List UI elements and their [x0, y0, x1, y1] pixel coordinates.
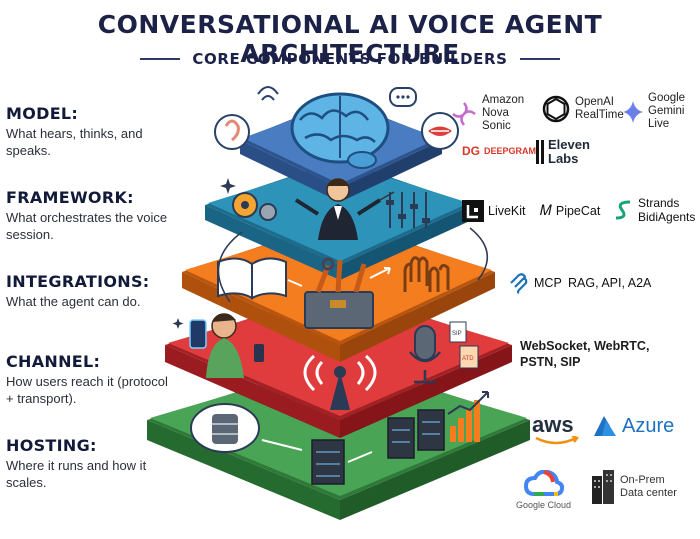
livekit-logo-icon [462, 200, 484, 222]
server-cluster-icon [387, 409, 445, 459]
amazon-nova-icon [452, 101, 476, 126]
vendor-elevenlabs: Eleven Labs [536, 138, 596, 166]
antenna-broadcast-icon [303, 354, 377, 410]
integrations-heading: INTEGRATIONS: [6, 272, 150, 291]
person-with-phone-icon [206, 313, 264, 378]
subtitle-row: CORE COMPONENTS FOR BUILDERS [0, 47, 700, 71]
server-rack-icon [311, 439, 345, 485]
connector-curve-icon [217, 227, 489, 303]
on-prem-label: On-Prem Data center [620, 474, 677, 499]
openai-realtime-label: OpenAI RealTime [575, 96, 624, 121]
elevenlabs-label: Eleven Labs [548, 137, 590, 166]
svg-text:ATD: ATD [462, 356, 474, 362]
sip-document-icon: SIP [449, 321, 467, 343]
hosting-description: Where it runs and how it scales. [6, 458, 147, 490]
google-cloud-logo-icon [523, 470, 564, 496]
brain-icon [290, 92, 390, 169]
vendor-rag-api-a2a: RAG, API, A2A [568, 276, 651, 290]
hosting-label-block: HOSTING: Where it runs and how it scales… [6, 436, 171, 491]
vendor-aws: aws [532, 412, 586, 446]
conductor-icon [294, 178, 395, 240]
book-icon [217, 257, 287, 300]
cloud-database-icon [190, 403, 260, 453]
model-description: What hears, thinks, and speaks. [6, 126, 143, 158]
mcp-logo-icon [510, 273, 528, 294]
microphone-icon [409, 325, 441, 384]
hosting-flow-arrows-icon [261, 439, 373, 463]
elevenlabs-logo-icon [536, 140, 544, 164]
vendor-livekit: LiveKit [462, 200, 526, 222]
vendor-strands: Strands BidiAgents [614, 196, 700, 224]
page-subtitle: CORE COMPONENTS FOR BUILDERS [192, 50, 508, 68]
deepgram-label: DEEPGRAM [484, 146, 537, 156]
aws-label: aws [532, 412, 574, 437]
google-cloud-label: Google Cloud [516, 500, 572, 510]
sound-wave-icon [257, 86, 279, 101]
amazon-nova-sonic-label: Amazon Nova Sonic [482, 94, 525, 132]
integrations-label-block: INTEGRATIONS: What the agent can do. [6, 272, 171, 310]
livekit-label: LiveKit [488, 204, 526, 218]
strands-logo-icon [615, 200, 631, 220]
gears-icon [232, 192, 277, 221]
datacenter-building-icon [592, 470, 614, 504]
vendor-openai-realtime: OpenAI RealTime [541, 94, 625, 124]
mouth-icon [421, 112, 459, 150]
vendor-pipecat: 𝛭 PipeCat [540, 202, 600, 219]
pipecat-label: PipeCat [555, 203, 601, 218]
framework-description: What orchestrates the voice session. [6, 210, 168, 242]
openai-logo-icon [542, 95, 570, 123]
ear-icon [214, 114, 250, 150]
speech-bubble-icon [389, 87, 417, 107]
mcp-label: MCP [534, 276, 562, 290]
channel-heading: CHANNEL: [6, 352, 101, 371]
channel-description: How users reach it (protocol + transport… [6, 374, 168, 406]
deepgram-logo-icon: DG [462, 144, 480, 158]
framework-label-block: FRAMEWORK: What orchestrates the voice s… [6, 188, 171, 243]
channel-protocols-label: WebSocket, WebRTC, PSTN, SIP [520, 339, 650, 369]
gemini-star-icon [623, 100, 643, 123]
mixer-sliders-icon [386, 192, 430, 228]
atd-document-icon: ATD [459, 345, 479, 369]
vendor-azure: Azure [592, 414, 674, 438]
model-heading: MODEL: [6, 104, 79, 123]
channel-label-block: CHANNEL: How users reach it (protocol + … [6, 352, 171, 407]
vendor-deepgram: DG DEEPGRAM [462, 144, 536, 158]
framework-heading: FRAMEWORK: [6, 188, 134, 207]
integration-arrows-icon [287, 267, 391, 287]
integrations-description: What the agent can do. [6, 294, 141, 309]
vendor-amazon-nova-sonic: Amazon Nova Sonic [450, 94, 534, 133]
sparkle-icon [172, 178, 236, 329]
google-gemini-live-label: Google Gemini Live [648, 92, 686, 130]
aws-logo-icon: aws [532, 412, 586, 446]
azure-label: Azure [622, 414, 675, 437]
vendor-on-prem: On-Prem Data center [590, 470, 684, 504]
vendor-mcp: MCP [508, 272, 562, 294]
raised-hands-icon [403, 256, 450, 292]
rag-api-a2a-label: RAG, API, A2A [568, 276, 652, 290]
growth-bar-chart-icon [447, 391, 489, 442]
toolbox-icon [304, 257, 374, 329]
azure-logo-icon [594, 416, 616, 436]
hosting-heading: HOSTING: [6, 436, 97, 455]
page-title: CONVERSATIONAL AI VOICE AGENT ARCHITECTU… [97, 10, 603, 68]
vendor-google-cloud: Google Cloud [516, 470, 571, 510]
subtitle-rule-left [140, 58, 181, 60]
strands-label: Strands BidiAgents [638, 196, 696, 224]
svg-text:SIP: SIP [452, 331, 462, 337]
channel-protocols: WebSocket, WebRTC, PSTN, SIP [520, 338, 670, 370]
model-label-block: MODEL: What hears, thinks, and speaks. [6, 104, 171, 159]
subtitle-rule-right [519, 58, 560, 60]
pipecat-cat-icon: 𝛭 [540, 202, 552, 218]
phone-app-icon [189, 319, 207, 349]
vendor-google-gemini-live: Google Gemini Live [622, 92, 694, 131]
aws-smile-icon [535, 436, 579, 445]
